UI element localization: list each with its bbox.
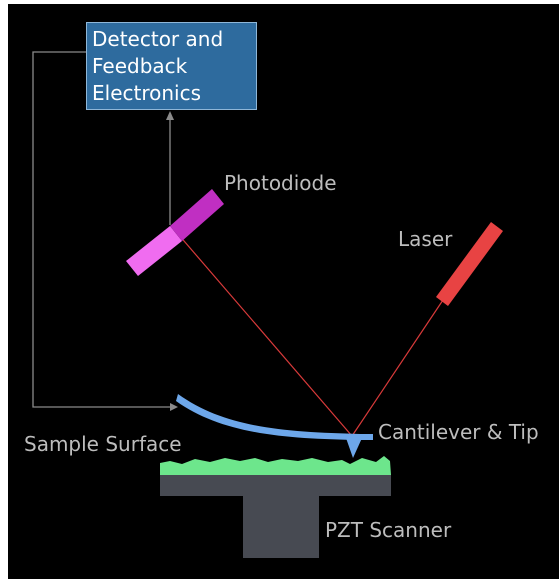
photodiode (126, 189, 224, 276)
laser-beam-incident (351, 299, 444, 437)
arrow-up-icon (166, 111, 174, 120)
cantilever-label: Cantilever & Tip (378, 420, 539, 444)
detector-line-1: Detector and (92, 27, 224, 51)
photodiode-label: Photodiode (224, 171, 337, 195)
photodiode-lower-segment (126, 226, 182, 276)
feedback-loop-line (32, 51, 172, 408)
sample-surface (160, 456, 391, 475)
cantilever (176, 394, 373, 440)
laser (436, 222, 503, 306)
arrow-right-icon (170, 403, 178, 411)
photodiode-upper-segment (170, 189, 224, 241)
stage-plate (160, 475, 391, 496)
sample-surface-label: Sample Surface (24, 432, 182, 456)
laser-label: Laser (398, 227, 453, 251)
detector-line-2: Feedback (92, 54, 188, 78)
detector-feedback-box: Detector and Feedback Electronics (86, 22, 257, 110)
pzt-scanner (243, 495, 319, 558)
laser-beam-reflected (177, 233, 353, 437)
detector-line-3: Electronics (92, 81, 202, 105)
pzt-scanner-label: PZT Scanner (325, 518, 452, 542)
cantilever-tip (346, 438, 362, 458)
